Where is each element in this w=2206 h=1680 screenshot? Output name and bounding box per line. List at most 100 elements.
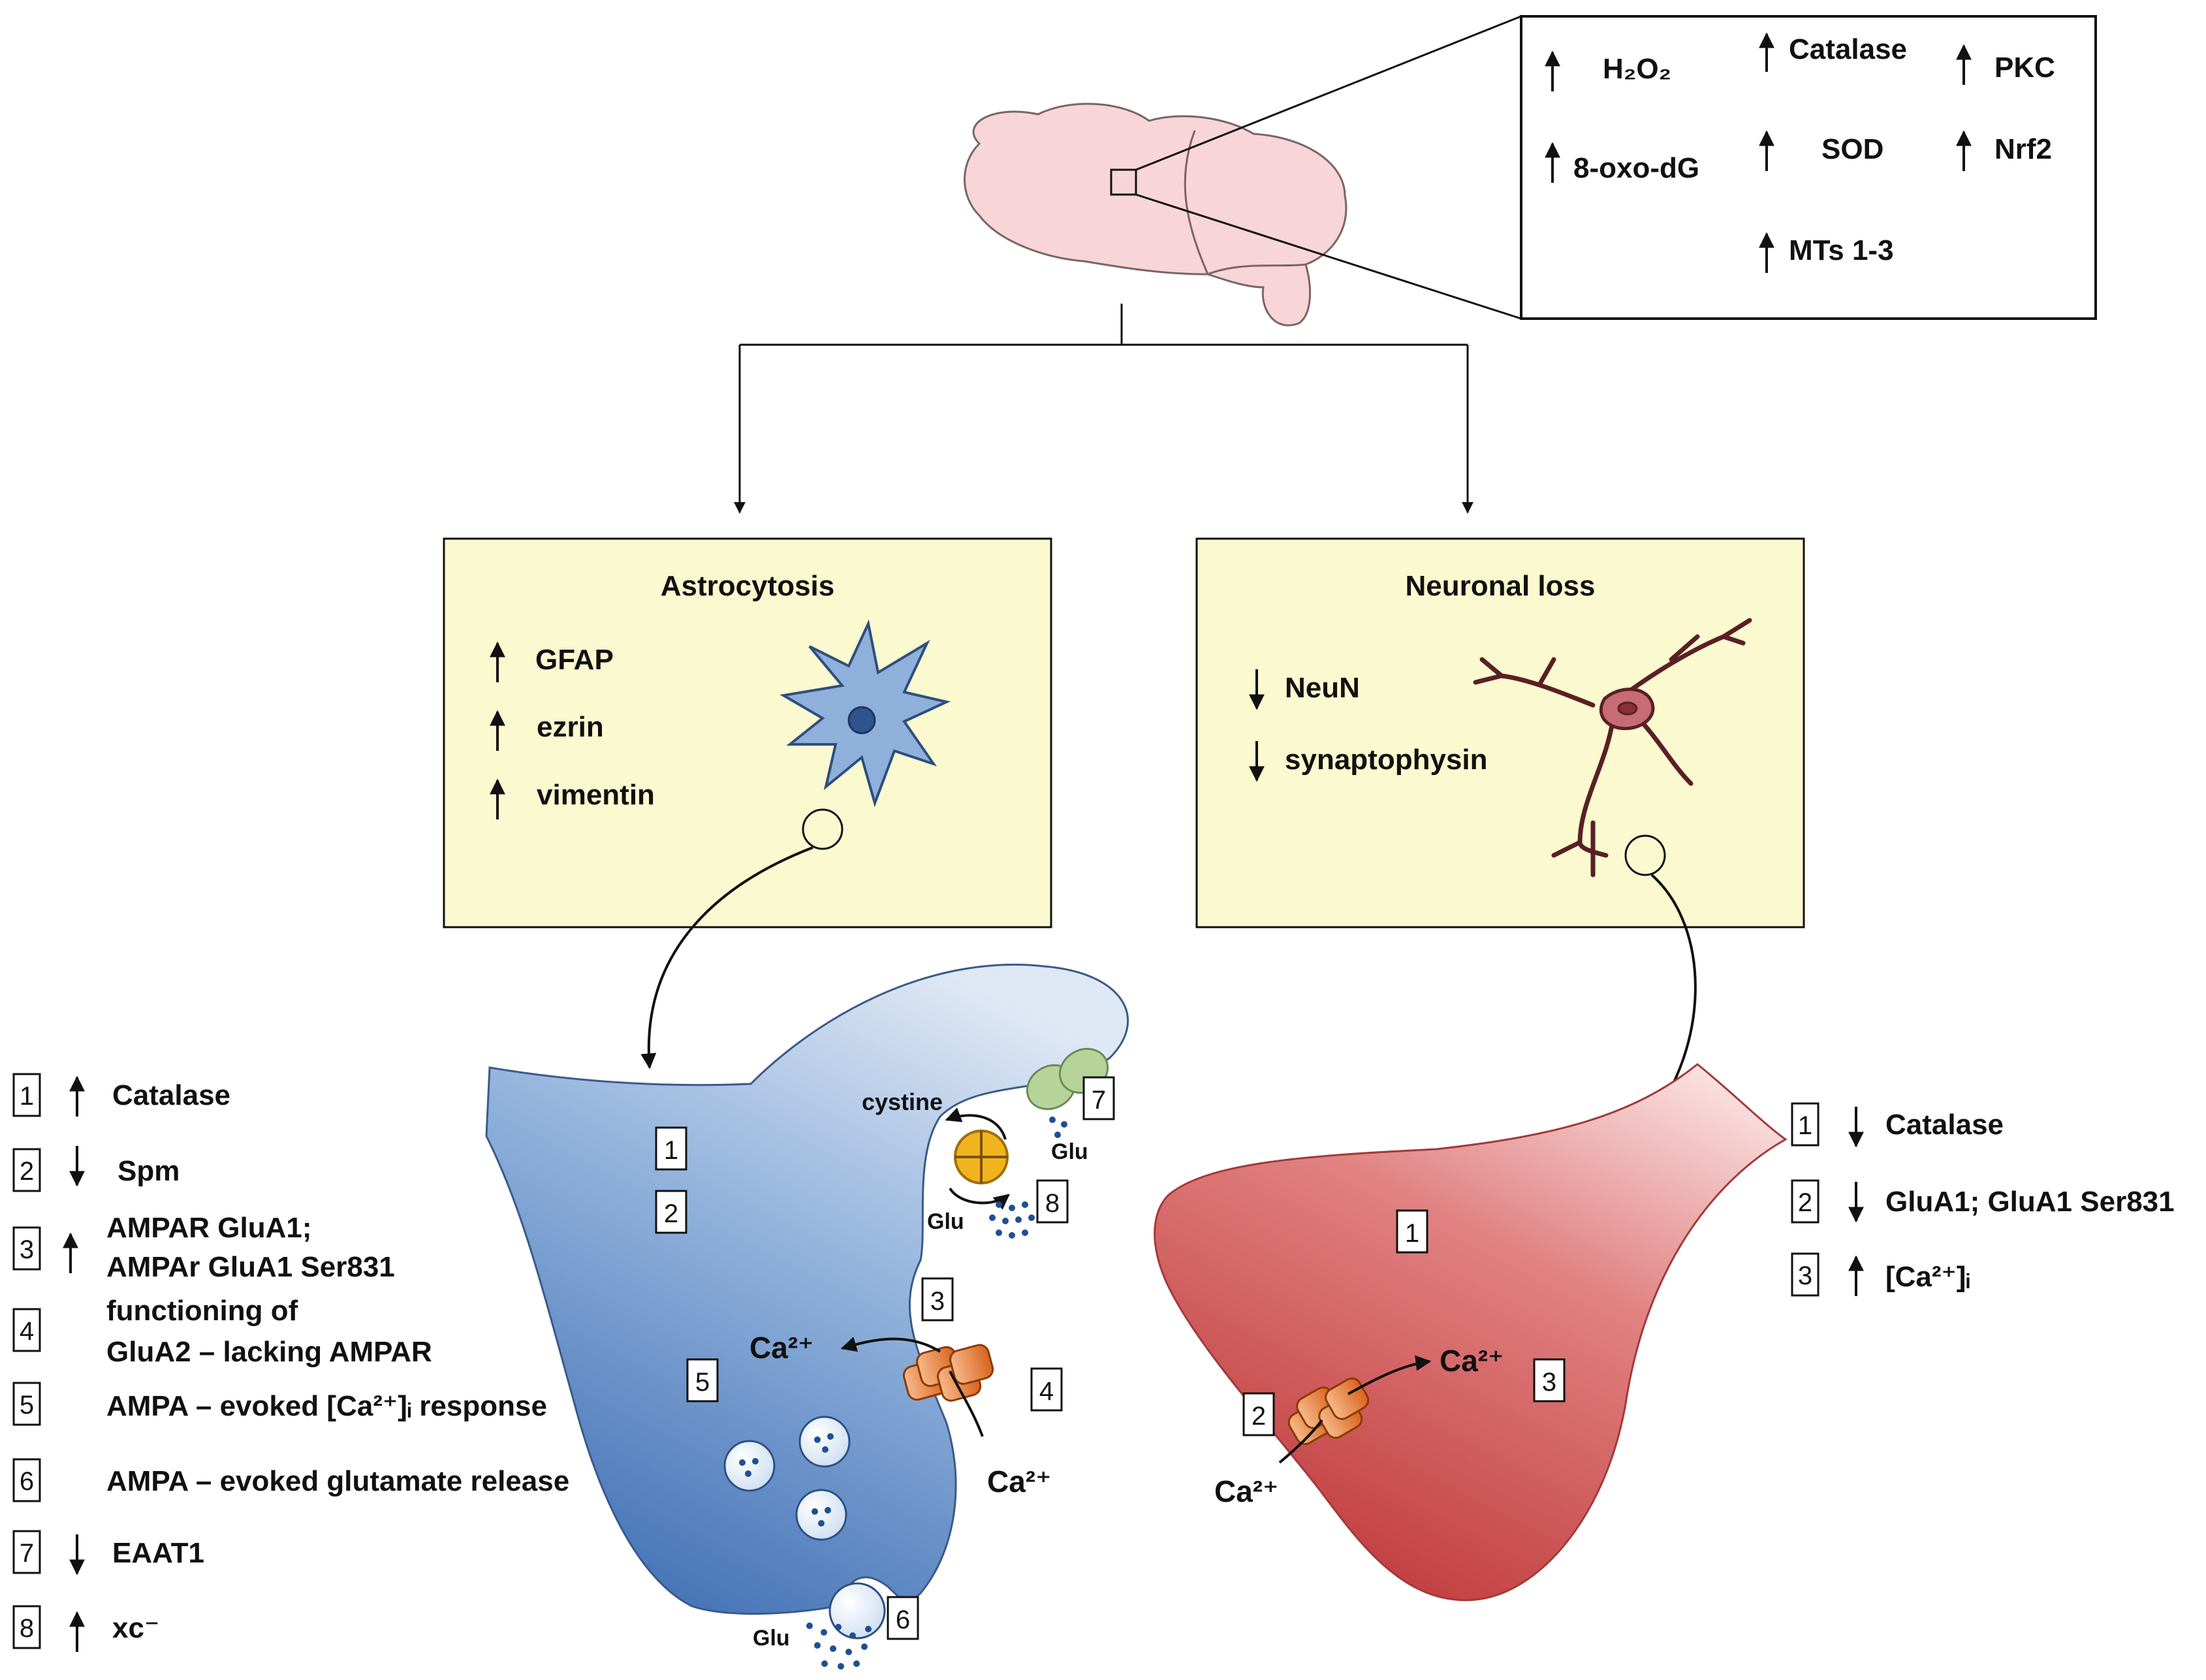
finding-mts: MTs 1-3 <box>1759 232 1894 273</box>
svg-text:6: 6 <box>20 1467 34 1496</box>
svg-text:xc⁻: xc⁻ <box>112 1612 159 1644</box>
svg-text:vimentin: vimentin <box>537 779 655 811</box>
astro-legend-item-5: 5 AMPA – evoked [Ca²⁺]ᵢ response <box>12 1382 547 1426</box>
neuronal-loss-title: Neuronal loss <box>1406 570 1596 602</box>
brain-region-marker <box>1110 168 1137 196</box>
glu-label-bottom: Glu <box>753 1626 790 1651</box>
finding-nrf2: Nrf2 <box>1956 130 2052 171</box>
svg-text:8-oxo-dG: 8-oxo-dG <box>1573 152 1699 184</box>
svg-text:1: 1 <box>664 1136 678 1165</box>
svg-text:3: 3 <box>1798 1261 1812 1290</box>
svg-text:Spm: Spm <box>118 1155 180 1187</box>
astro-legend: 1 Catalase 2 Spm 3 AMPAR GluA1; AMPAr Gl… <box>12 1073 569 1652</box>
astro-ampar-channel <box>902 1344 994 1402</box>
ca-label-neuron-outside: Ca²⁺ <box>1214 1474 1278 1508</box>
svg-text:5: 5 <box>695 1368 710 1397</box>
finding-h2o2: H₂O₂ <box>1545 50 1671 91</box>
svg-text:7: 7 <box>20 1539 34 1568</box>
neuron-legend-item-1: 1 Catalase <box>1791 1102 2004 1148</box>
svg-text:AMPAr GluA1 Ser831: AMPAr GluA1 Ser831 <box>106 1251 395 1283</box>
neuron-markers: NeuN synaptophysin <box>1249 669 1488 782</box>
glu-label-top: Glu <box>1051 1139 1088 1164</box>
svg-text:3: 3 <box>930 1287 945 1316</box>
svg-text:3: 3 <box>20 1235 34 1264</box>
neuron-ampar-channel <box>1287 1377 1370 1446</box>
svg-text:8: 8 <box>1045 1189 1060 1218</box>
svg-text:2: 2 <box>1798 1188 1812 1217</box>
svg-text:MTs 1-3: MTs 1-3 <box>1789 234 1894 266</box>
glutamate-release-dots <box>806 1623 872 1670</box>
svg-text:NeuN: NeuN <box>1285 672 1360 704</box>
svg-text:1: 1 <box>1405 1219 1419 1248</box>
tree-connector <box>734 304 1473 514</box>
brain-illustration <box>964 103 1347 326</box>
svg-text:SOD: SOD <box>1821 133 1883 165</box>
glu-label-mid: Glu <box>927 1209 964 1234</box>
neuron-illustration <box>1473 618 1752 878</box>
neuronal-loss-panel <box>1195 537 1805 928</box>
astro-legend-item-3: 3 AMPAR GluA1; AMPAr GluA1 Ser831 <box>12 1212 395 1283</box>
svg-text:[Ca²⁺]ᵢ: [Ca²⁺]ᵢ <box>1885 1261 1970 1293</box>
astro-legend-item-1: 1 Catalase <box>12 1073 230 1117</box>
astrocytosis-panel <box>443 537 1052 928</box>
astro-vesicles <box>723 1416 886 1670</box>
svg-text:6: 6 <box>896 1606 910 1634</box>
svg-text:PKC: PKC <box>1994 52 2055 84</box>
astrocytosis-title: Astrocytosis <box>661 570 835 602</box>
neuron-badges: 1 2 3 <box>1242 1209 1566 1436</box>
svg-text:2: 2 <box>20 1157 34 1186</box>
vesicle <box>723 1440 776 1492</box>
finding-pkc: PKC <box>1956 44 2055 85</box>
xc-antiporter <box>945 1107 1035 1239</box>
finding-catalase: Catalase <box>1759 32 1907 72</box>
svg-text:EAAT1: EAAT1 <box>112 1537 204 1569</box>
svg-text:8: 8 <box>20 1614 34 1643</box>
svg-text:synaptophysin: synaptophysin <box>1285 744 1488 776</box>
cystine-label: cystine <box>862 1088 943 1115</box>
neuron-zoom <box>1154 1063 1788 1602</box>
svg-text:Nrf2: Nrf2 <box>1994 133 2052 165</box>
finding-sod: SOD <box>1759 130 1883 171</box>
astro-badges: 1 2 3 4 5 6 7 8 <box>655 1076 1115 1640</box>
astro-legend-item-6: 6 AMPA – evoked glutamate release <box>12 1458 569 1502</box>
svg-text:GluA2 – lacking AMPAR: GluA2 – lacking AMPAR <box>106 1336 432 1368</box>
vesicle <box>798 1416 851 1468</box>
vesicle <box>828 1582 886 1640</box>
astro-legend-item-4: 4 functioning of GluA2 – lacking AMPAR <box>12 1295 432 1368</box>
neuron-legend: 1 Catalase 2 GluA1; GluA1 Ser831 3 [Ca²⁺… <box>1791 1102 2175 1297</box>
svg-text:2: 2 <box>664 1199 678 1228</box>
svg-text:1: 1 <box>1798 1111 1812 1140</box>
svg-text:2: 2 <box>1252 1402 1266 1431</box>
neuron-zoom-circle <box>1624 834 1666 876</box>
svg-text:Catalase: Catalase <box>112 1079 230 1111</box>
astrocyte-zoom <box>485 963 1129 1615</box>
neuron-legend-item-2: 2 GluA1; GluA1 Ser831 <box>1791 1179 2175 1224</box>
svg-text:1: 1 <box>20 1082 34 1111</box>
svg-text:5: 5 <box>20 1391 34 1419</box>
brain-findings-list: H₂O₂ Catalase PKC 8-oxo-dG SOD Nrf2 MTs … <box>1545 32 2055 273</box>
brain-findings-box <box>1520 15 2097 320</box>
svg-text:Catalase: Catalase <box>1789 33 1907 65</box>
vesicle <box>795 1489 847 1541</box>
astro-zoom-circle <box>802 808 843 850</box>
ca-label-astro-outside: Ca²⁺ <box>987 1465 1051 1498</box>
svg-text:GluA1; GluA1 Ser831: GluA1; GluA1 Ser831 <box>1885 1186 2175 1218</box>
astro-legend-item-2: 2 Spm <box>12 1146 180 1192</box>
svg-text:AMPAR GluA1;: AMPAR GluA1; <box>106 1212 312 1244</box>
svg-text:AMPA – evoked glutamate releas: AMPA – evoked glutamate release <box>106 1465 569 1497</box>
ca-label-astro-inside: Ca²⁺ <box>749 1331 813 1365</box>
svg-text:H₂O₂: H₂O₂ <box>1603 53 1671 85</box>
astro-legend-item-7: 7 EAAT1 <box>12 1530 204 1576</box>
ca-label-neuron-inside: Ca²⁺ <box>1440 1344 1504 1378</box>
svg-text:3: 3 <box>1542 1368 1556 1397</box>
svg-text:functioning of: functioning of <box>106 1295 298 1327</box>
svg-text:ezrin: ezrin <box>537 711 604 743</box>
svg-text:4: 4 <box>20 1317 34 1346</box>
astro-legend-item-8: 8 xc⁻ <box>12 1605 159 1652</box>
svg-text:AMPA – evoked [Ca²⁺]ᵢ response: AMPA – evoked [Ca²⁺]ᵢ response <box>106 1390 547 1422</box>
svg-text:7: 7 <box>1092 1086 1106 1115</box>
neuron-legend-item-3: 3 [Ca²⁺]ᵢ <box>1791 1252 1970 1297</box>
astrocyte-illustration <box>780 619 951 850</box>
astro-markers: GFAP ezrin vimentin <box>490 641 655 819</box>
